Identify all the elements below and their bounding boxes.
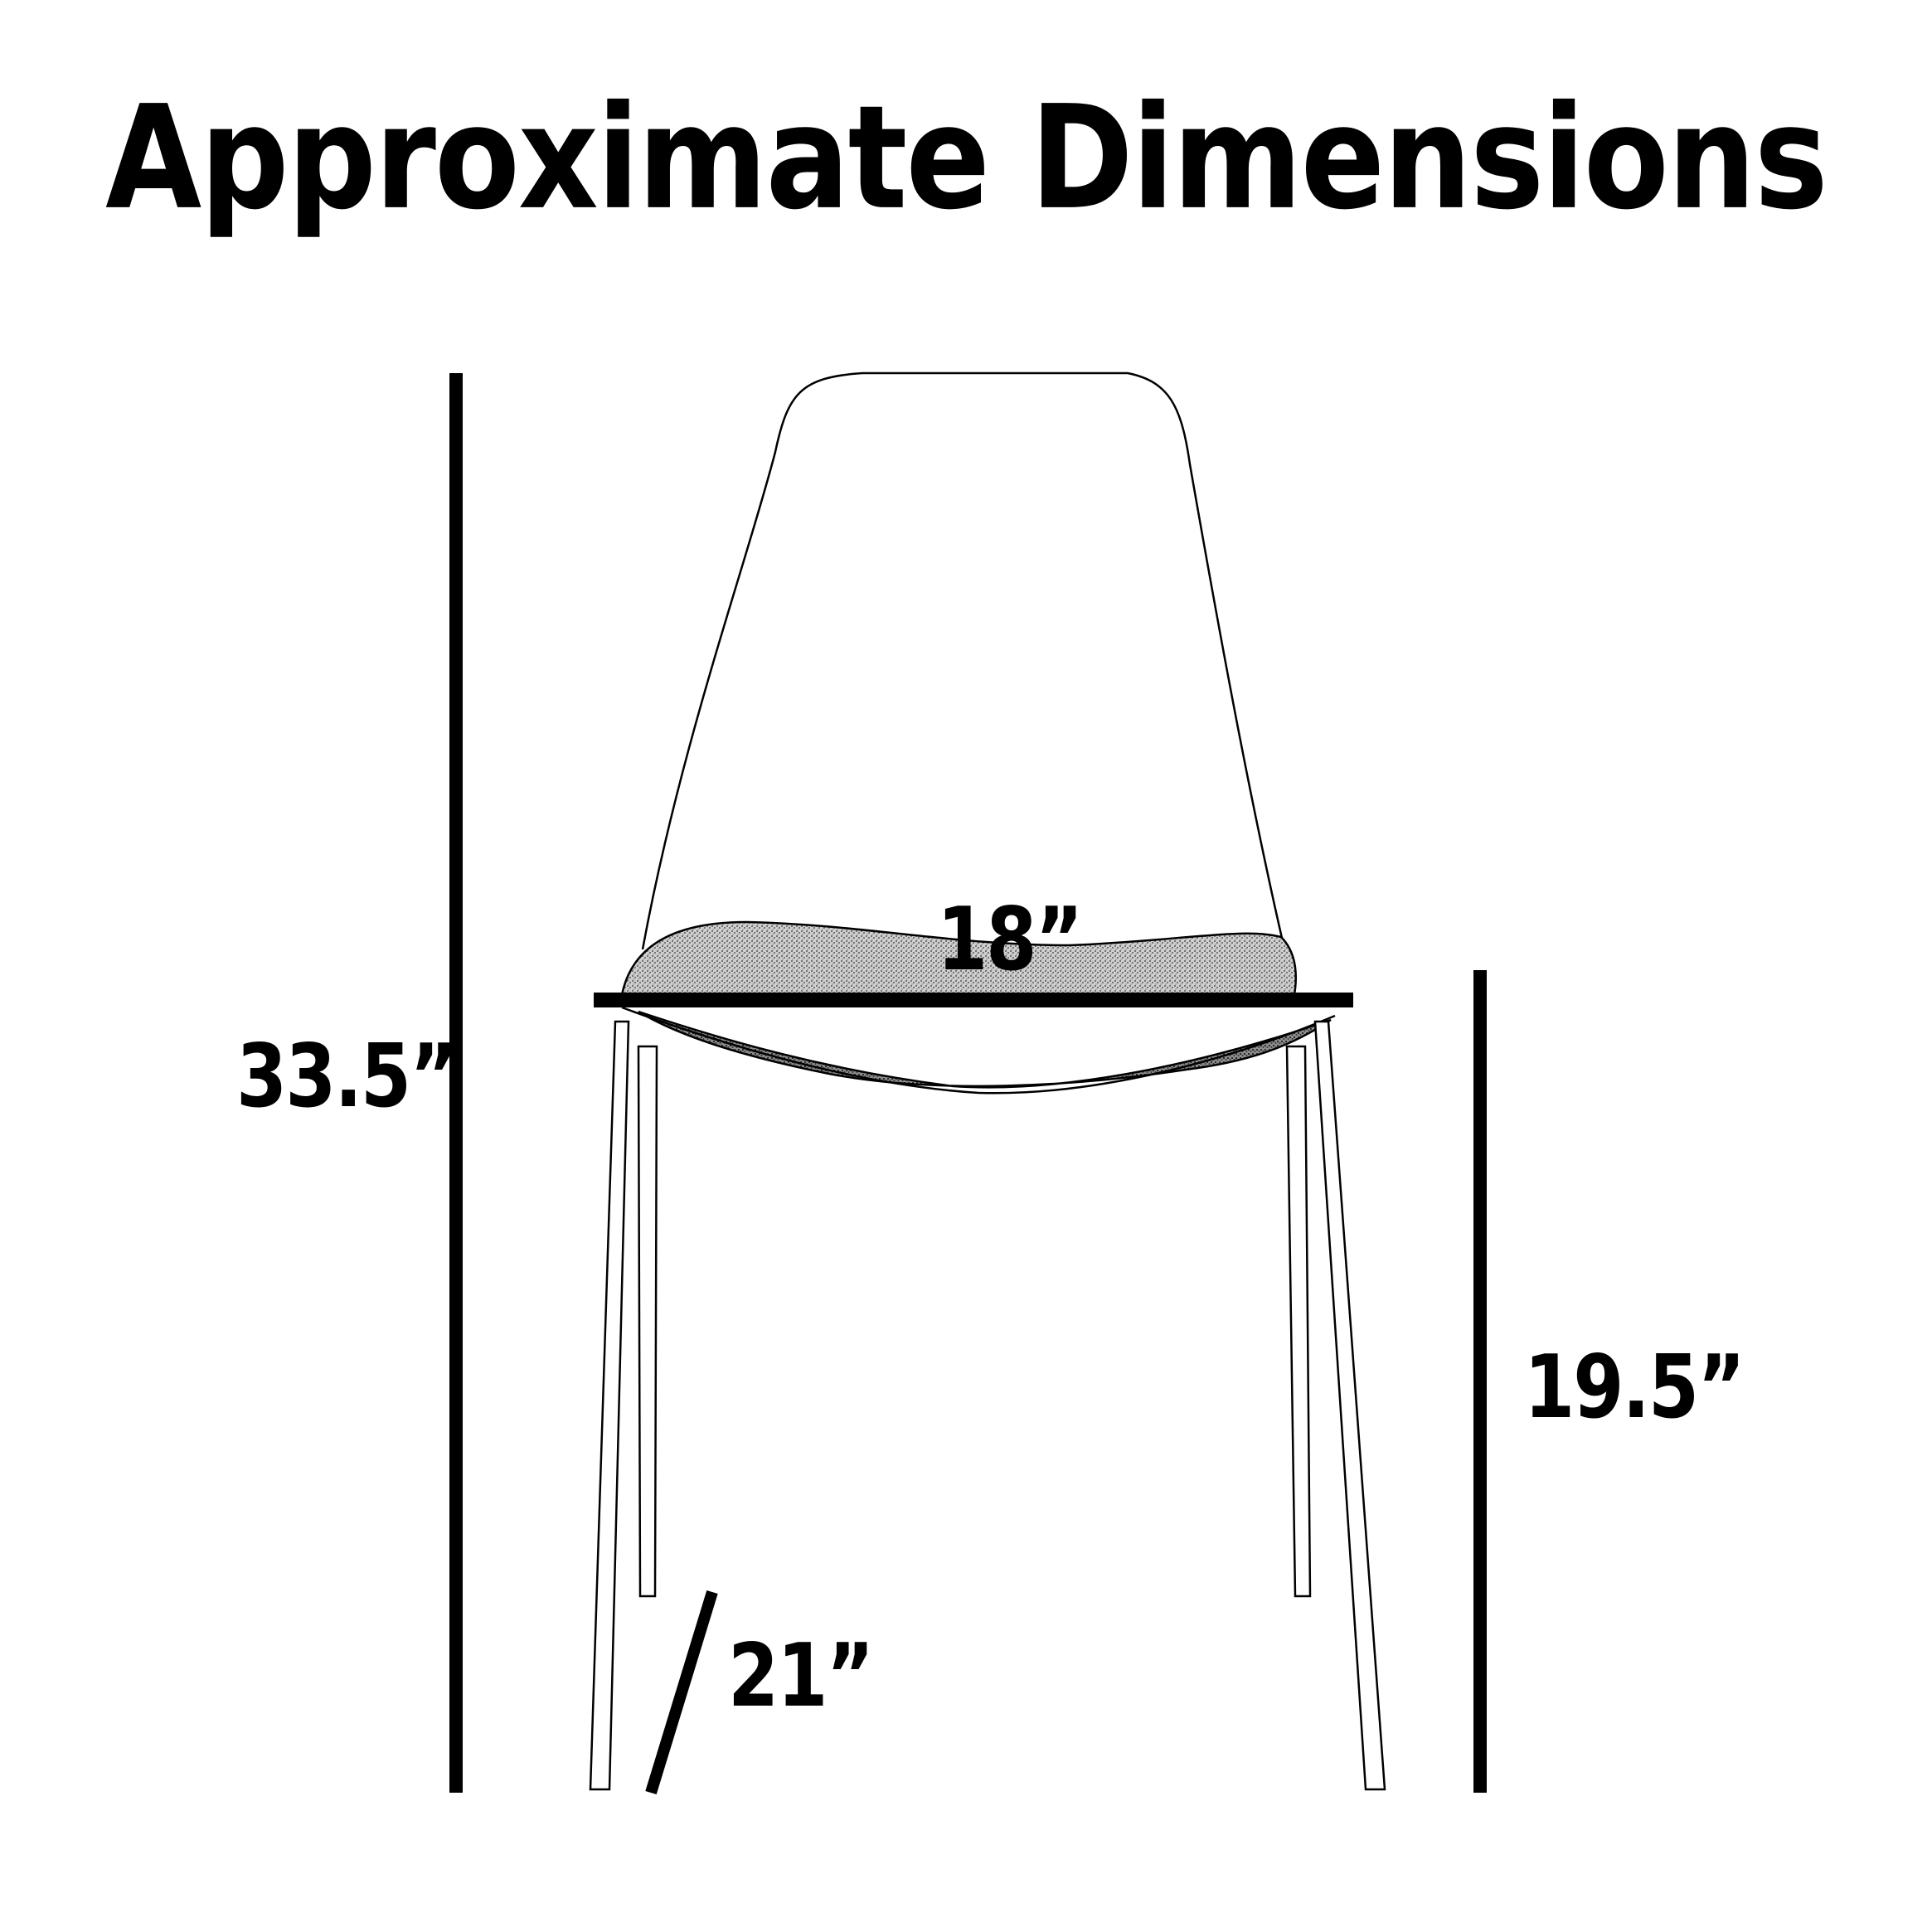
seat-underside: [638, 1010, 1332, 1089]
chair-backrest: [641, 371, 1291, 971]
back-right-leg: [1285, 1045, 1312, 1598]
back-left-leg: [637, 1045, 658, 1598]
front-left-leg: [589, 1020, 630, 1791]
depth-label: 21”: [728, 1624, 874, 1726]
overall-height-label: 33.5”: [236, 1024, 458, 1127]
seat-height-label: 19.5”: [1524, 1335, 1745, 1438]
seat-cushion: [620, 920, 1297, 1001]
front-right-leg: [1313, 1020, 1386, 1791]
seat-width-label: 18”: [937, 887, 1083, 990]
seat-height-dimension-line: [1473, 970, 1487, 1793]
page-title: Approximate Dimensions: [105, 75, 1828, 242]
seat-frame: [621, 1006, 1336, 1095]
depth-dimension-line: [645, 1590, 718, 1795]
height-dimension-line: [449, 373, 463, 1793]
